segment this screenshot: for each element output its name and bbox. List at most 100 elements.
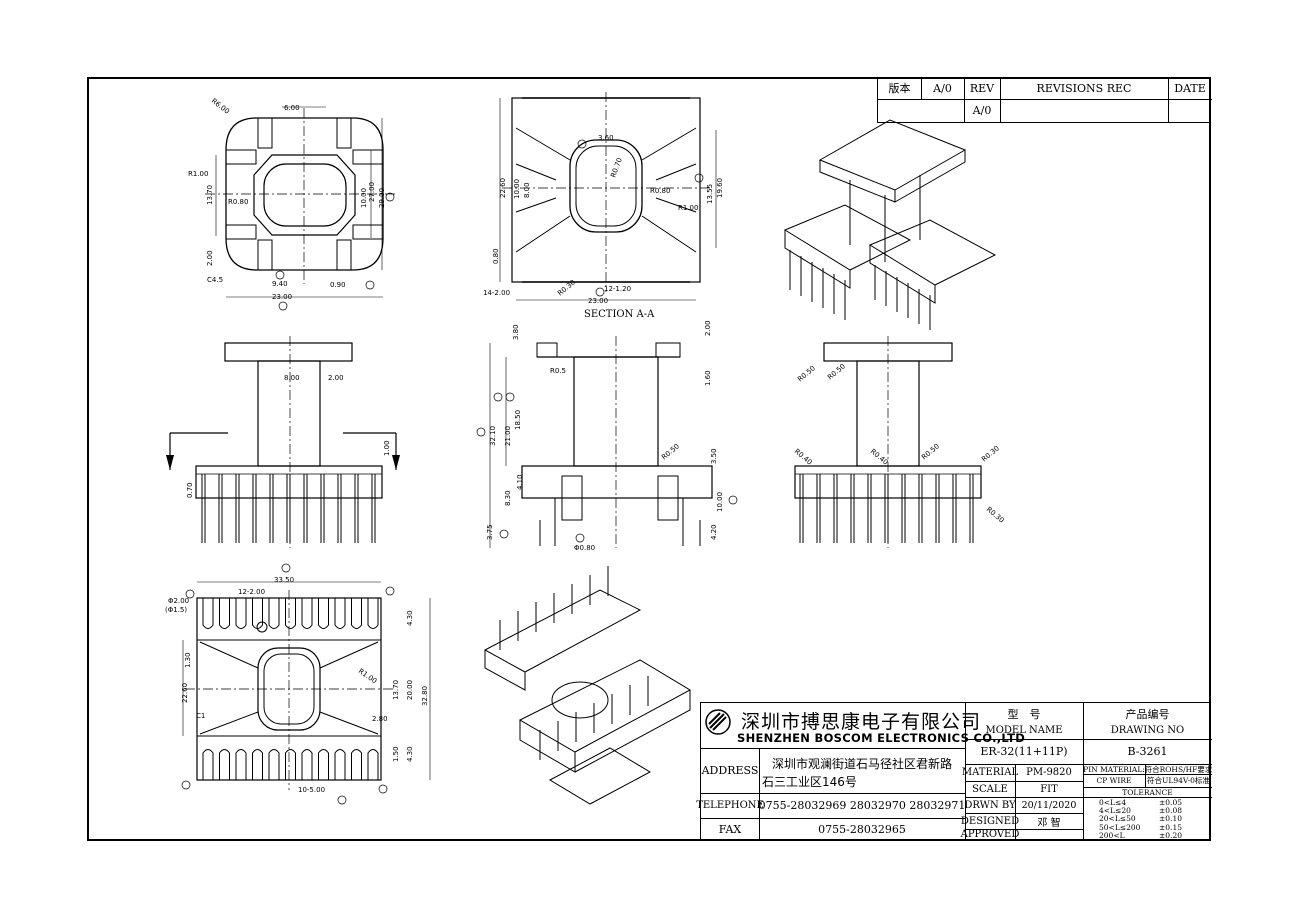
drawing-border bbox=[87, 77, 1211, 841]
dim-label: 23.00 bbox=[272, 293, 292, 301]
pin-material-value: 符合ROHS/HF要求 bbox=[1144, 764, 1213, 774]
model-label-cn: 型 号 bbox=[1007, 708, 1041, 721]
company-name-cn: 深圳市搏思康电子有限公司 bbox=[741, 711, 982, 733]
version-value: A/0 bbox=[933, 81, 952, 95]
dim-label: 0.90 bbox=[330, 281, 346, 289]
tolerance-row: 50<L≤200 ±0.15 bbox=[1083, 822, 1212, 832]
dim-label: R0.5 bbox=[550, 367, 566, 375]
slot-bottom bbox=[235, 749, 247, 780]
slot-top bbox=[318, 598, 329, 629]
dim-label: 12-2.00 bbox=[238, 588, 265, 596]
tolerance-label: TOLERANCE bbox=[1122, 787, 1173, 797]
address-line2: 石三工业区146号 bbox=[762, 774, 857, 789]
slot-top bbox=[351, 598, 362, 629]
tolerance-range: 0<L≤4 bbox=[1099, 798, 1127, 807]
dim-label: 22.60 bbox=[499, 178, 507, 198]
company-name-en: SHENZHEN BOSCOM ELECTRONICS CO.,LTD bbox=[737, 731, 1026, 745]
tolerance-value: ±0.15 bbox=[1159, 822, 1182, 832]
dim-label: 3.80 bbox=[512, 324, 520, 340]
front-view: 8.00 2.00 1.00 0.70 bbox=[166, 336, 400, 548]
dim-label: 2.00 bbox=[328, 374, 344, 382]
title-block: 深圳市搏思康电子有限公司 SHENZHEN BOSCOM ELECTRONICS… bbox=[696, 702, 1213, 841]
address-label: ADDRESS bbox=[701, 764, 759, 777]
dim-label: 4.20 bbox=[710, 524, 718, 540]
dim-label: R0.30 bbox=[556, 278, 577, 297]
dim-label: R0.40 bbox=[869, 447, 890, 466]
dim-label: R1.00 bbox=[678, 204, 698, 212]
drawn-label: DRWN BY bbox=[964, 799, 1016, 811]
dim-label: R0.50 bbox=[796, 364, 817, 383]
dim-label: 22.60 bbox=[181, 683, 189, 703]
dim-label: 13.55 bbox=[706, 184, 714, 204]
section-label: SECTION A-A bbox=[584, 309, 655, 320]
tolerance-value: ±0.20 bbox=[1159, 830, 1182, 840]
tolerance-range: 50<L≤200 bbox=[1099, 822, 1141, 832]
fax-value: 0755-28032965 bbox=[818, 822, 906, 836]
dim-label: R0.30 bbox=[985, 505, 1006, 524]
isometric-view-bottom bbox=[483, 566, 692, 805]
dim-label: 2.80 bbox=[372, 715, 388, 723]
section-view: 3.60 22.60 10.00 8.00 R0.70 R0.80 R1.00 … bbox=[483, 92, 724, 320]
tolerance-row: 200<L±0.20 bbox=[1083, 830, 1212, 840]
revisions-label: REVISIONS REC bbox=[1036, 81, 1132, 95]
scale-value: FIT bbox=[1040, 783, 1058, 795]
dim-label: 10.00 bbox=[513, 179, 521, 199]
dim-label: R1.00 bbox=[188, 170, 208, 178]
slot-bottom bbox=[202, 749, 214, 780]
dim-label: 20.00 bbox=[406, 680, 414, 700]
dim-label: 12-1.20 bbox=[604, 285, 631, 293]
slot-top bbox=[367, 598, 379, 629]
slot-bottom bbox=[367, 749, 379, 780]
cp-wire-label: CP WIRE bbox=[1096, 776, 1132, 785]
slot-bottom bbox=[285, 749, 296, 780]
slot-bottom bbox=[351, 749, 362, 780]
dim-label: 1.00 bbox=[383, 440, 391, 456]
dim-label: 3.75 bbox=[486, 524, 494, 540]
designed-label: DESIGNED bbox=[960, 815, 1020, 827]
dim-label: 18.50 bbox=[514, 410, 522, 430]
address-line1: 深圳市观澜街道石马径社区君新路 bbox=[771, 756, 952, 771]
dim-label: 3.60 bbox=[598, 134, 614, 142]
slot-bottom bbox=[301, 749, 313, 780]
slot-top bbox=[219, 598, 230, 629]
pin-material-label: PIN MATERIAL: bbox=[1083, 764, 1145, 774]
dim-label: R0.40 bbox=[793, 447, 814, 466]
date-label: DATE bbox=[1174, 81, 1206, 95]
designed-value: 邓 智 bbox=[1037, 817, 1061, 829]
drawing-label-cn: 产品编号 bbox=[1125, 708, 1170, 721]
company-logo-icon bbox=[705, 709, 731, 735]
slot-top bbox=[334, 598, 346, 629]
dim-label: 10.00 bbox=[360, 188, 368, 208]
drawn-value: 20/11/2020 bbox=[1021, 799, 1077, 811]
dim-label: R0.50 bbox=[920, 442, 941, 461]
dim-label: R1.00 bbox=[357, 667, 378, 685]
drawing-number: B-3261 bbox=[1127, 745, 1168, 758]
dim-label: R0.50 bbox=[660, 442, 681, 461]
dim-label: 29.00 bbox=[378, 188, 386, 208]
isometric-view-top bbox=[783, 119, 997, 330]
dim-label: 10-5.00 bbox=[298, 786, 325, 794]
model-label-en: MODEL NAME bbox=[985, 724, 1063, 736]
dim-label: 10.00 bbox=[716, 492, 724, 512]
version-label: 版本 bbox=[888, 82, 911, 95]
slot-top bbox=[202, 598, 214, 629]
approved-label: APPROVED bbox=[960, 829, 1020, 840]
tolerance-row: 20<L≤50±0.10 bbox=[1083, 814, 1212, 823]
telephone-label: TELEPHONE bbox=[696, 800, 764, 811]
slot-top bbox=[301, 598, 313, 629]
tolerance-value: ±0.08 bbox=[1159, 806, 1182, 816]
slot-bottom bbox=[252, 749, 263, 780]
scale-label: SCALE bbox=[972, 783, 1008, 795]
fax-label: FAX bbox=[718, 822, 742, 836]
slot-bottom bbox=[219, 749, 230, 780]
rev-row-value: A/0 bbox=[972, 103, 992, 117]
dim-label: 1.60 bbox=[704, 370, 712, 386]
slot-bottom bbox=[334, 749, 346, 780]
model-value: ER-32(11+11P) bbox=[980, 745, 1068, 758]
slot-bottom bbox=[268, 749, 280, 780]
dim-label: 14-2.00 bbox=[483, 289, 510, 297]
dim-label: R0.80 bbox=[650, 187, 670, 195]
dim-label: R0.30 bbox=[980, 444, 1001, 463]
drawing-label-en: DRAWING NO bbox=[1110, 724, 1185, 736]
